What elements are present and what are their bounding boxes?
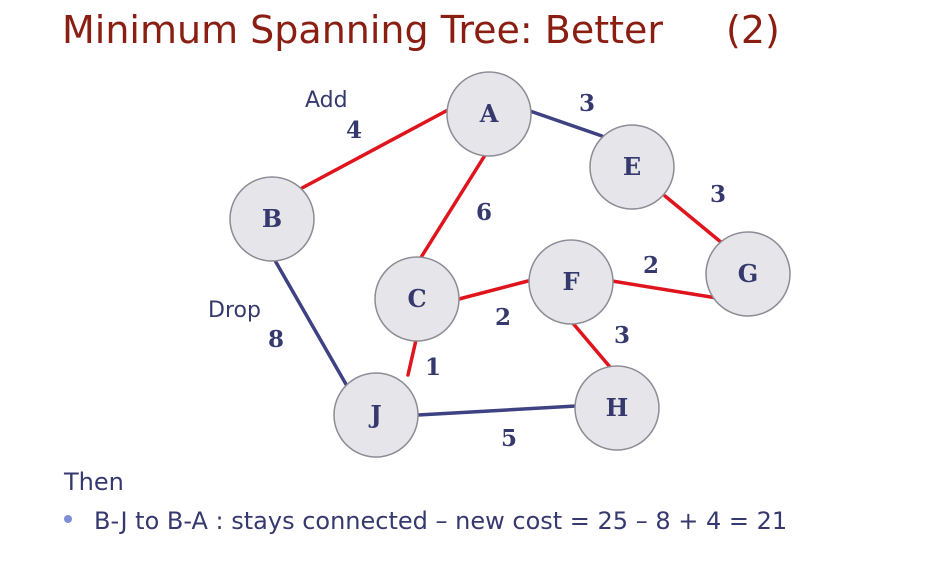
bullet-item: B-J to B-A : stays connected – new cost … — [64, 507, 787, 535]
edge-f-g — [610, 279, 719, 300]
edge-weight-a-e: 3 — [579, 90, 595, 117]
node-a: A — [446, 71, 532, 157]
slide-title: Minimum Spanning Tree: Better — [62, 8, 664, 52]
node-circle — [705, 231, 791, 317]
node-h: H — [574, 365, 660, 451]
node-j: J — [333, 372, 419, 458]
bullet-dot-icon — [64, 515, 72, 523]
node-label: E — [623, 152, 641, 181]
node-circle — [574, 365, 660, 451]
edge-a-e — [528, 109, 604, 138]
edge-weight-c-f: 2 — [495, 304, 511, 331]
edge-weight-j-h: 5 — [501, 425, 517, 452]
node-circle — [374, 256, 460, 342]
edge-c-j — [406, 338, 418, 377]
edge-weight-f-h: 3 — [614, 322, 630, 349]
node-label: C — [407, 284, 426, 313]
node-circle — [446, 71, 532, 157]
edge-j-h — [416, 404, 578, 417]
edge-c-f — [457, 279, 530, 301]
edge-b-a — [300, 109, 448, 190]
node-label: H — [606, 393, 629, 422]
add-annotation: Add — [305, 88, 348, 113]
node-label: B — [262, 204, 282, 233]
edge-f-h — [569, 319, 612, 369]
edge-a-c — [418, 150, 489, 261]
bullet-text: B-J to B-A : stays connected – new cost … — [94, 507, 788, 535]
node-label: G — [738, 259, 759, 288]
node-c: C — [374, 256, 460, 342]
node-label: A — [479, 99, 499, 128]
node-f: F — [528, 239, 614, 325]
nodes-layer: A B C E F G H J — [229, 71, 791, 458]
edges-layer — [271, 109, 724, 417]
slide-title-number: (2) — [726, 8, 780, 52]
then-label: Then — [64, 468, 124, 496]
node-label: J — [368, 400, 381, 429]
node-circle — [528, 239, 614, 325]
edge-weight-b-a: 4 — [346, 117, 362, 144]
weights-layer: 4 3 6 3 2 2 3 1 5 8 — [268, 90, 726, 452]
edge-weight-a-c: 6 — [476, 199, 492, 226]
node-label: F — [562, 267, 579, 296]
node-circle — [333, 372, 419, 458]
edge-weight-f-g: 2 — [643, 252, 659, 279]
edge-weight-e-g: 3 — [710, 181, 726, 208]
edge-b-j — [271, 255, 349, 388]
edge-weight-b-j: 8 — [268, 326, 284, 353]
node-circle — [589, 124, 675, 210]
drop-annotation: Drop — [208, 298, 261, 323]
node-b: B — [229, 176, 315, 262]
node-circle — [229, 176, 315, 262]
node-e: E — [589, 124, 675, 210]
edge-e-g — [663, 194, 724, 245]
node-g: G — [705, 231, 791, 317]
edge-weight-c-j: 1 — [425, 354, 441, 381]
